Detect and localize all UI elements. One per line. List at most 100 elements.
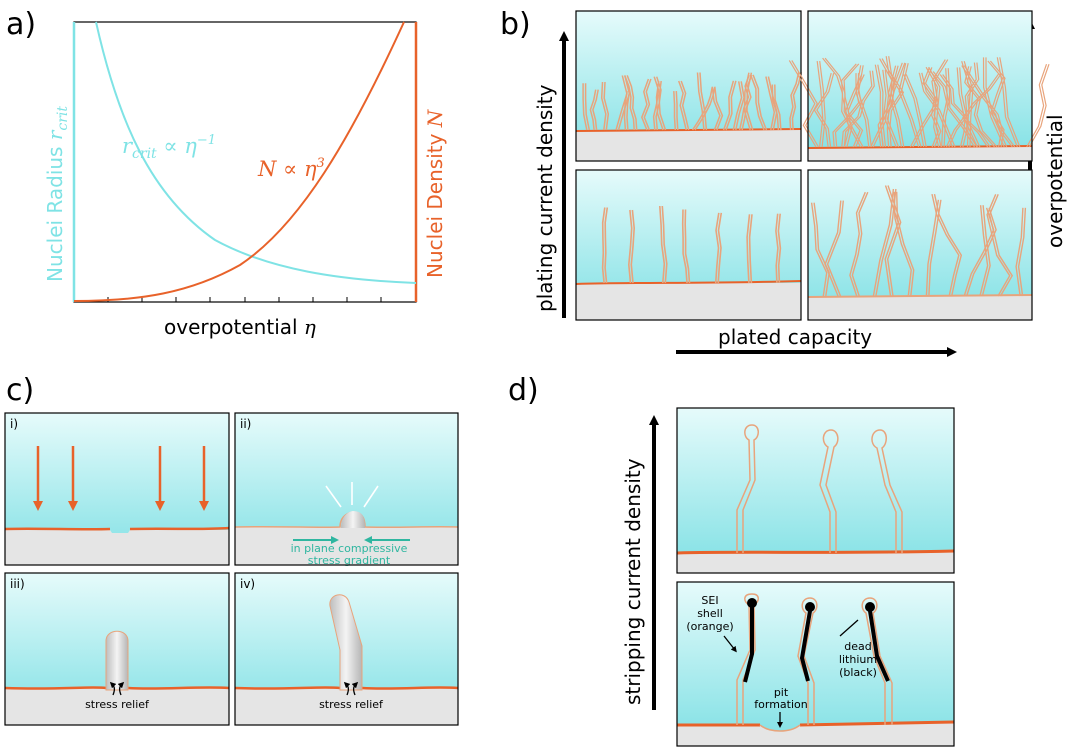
dendrite-filament [813, 202, 830, 297]
dendrite-filament [604, 207, 609, 284]
dendrite-filament [696, 72, 705, 131]
dendrite-filament [898, 63, 920, 148]
sei-label-3: (orange) [686, 620, 733, 633]
gradient-text-1: in plane compressive [291, 542, 408, 555]
dendrite-filament [627, 209, 633, 284]
dead-lithium-tip [747, 598, 757, 608]
dendrite-filament [699, 72, 708, 131]
d-box-top [676, 407, 955, 574]
dendrite-filament [623, 90, 628, 131]
dendrite-filament [877, 58, 893, 148]
dendrite-filament [822, 57, 862, 148]
stress-relief-iv: stress relief [319, 698, 384, 711]
dendrite-filament [819, 61, 826, 148]
dendrite-filament [630, 209, 636, 284]
dendrite-filament [748, 214, 753, 284]
dendrite-filament [826, 200, 844, 297]
radius-equation: rcrit ∝ η−1 [122, 133, 216, 162]
dendrite-filament [925, 199, 940, 297]
dendrite-filament [959, 67, 981, 148]
dendrite-filament [615, 75, 628, 131]
dendrite-filament [887, 65, 902, 148]
dendrite-filament [930, 71, 948, 148]
dendrite-filament [843, 63, 864, 148]
dead-pointer [839, 619, 859, 637]
dead-lithium [743, 607, 890, 683]
panel-a: a) rcrit ∝ η−1 N ∝ η3 Nuclei Radius rcri… [6, 7, 447, 339]
dendrite-filament [677, 80, 687, 131]
stress-relief-iii: stress relief [85, 698, 150, 711]
dendrite-filament [945, 62, 977, 148]
x-axis-label: overpotential η [164, 315, 316, 339]
b-box-high-capacity-low-current [807, 169, 1033, 321]
dendrite-filament [722, 80, 735, 131]
panel-a-label: a) [6, 7, 36, 42]
dendrite-filament [640, 78, 650, 131]
overpotential-label: overpotential [1043, 114, 1067, 248]
dendrite-filament [875, 188, 897, 297]
dendrite-filament [681, 209, 688, 284]
dendrite-filament [962, 73, 999, 148]
x-ticks [107, 297, 382, 302]
sub-label-iv: iv) [240, 577, 255, 591]
dendrite-filament [849, 191, 866, 297]
radius-curve [95, 21, 417, 284]
c-box-iv: stress relief iv) [234, 572, 459, 726]
c-box-ii: in plane compressive stress gradient ii) [234, 412, 459, 567]
dendrite-filament [851, 191, 869, 297]
dendrite-filament [771, 84, 780, 131]
dendrite-filament [963, 65, 1016, 148]
sei-label-1: SEI [701, 594, 718, 607]
d-box-bottom: SEI shell (orange) pit formation dead li… [676, 581, 955, 747]
dendrite-filament [711, 86, 721, 131]
dendrite-filament [931, 193, 960, 297]
panel-d: d) stripping current density [508, 373, 955, 747]
dendrite-filament [725, 80, 737, 131]
dead-lithium-tip [865, 602, 875, 612]
dendrite-filament [626, 90, 631, 131]
dendrite-filament [985, 57, 1008, 148]
dendrite-filament [600, 81, 607, 131]
dendrite-filament [775, 213, 779, 284]
dendrite-filament [964, 73, 1002, 148]
plated-capacity-label: plated capacity [718, 325, 872, 349]
right-axis-label: Nuclei Density N [423, 108, 447, 278]
dendrite-filament [893, 191, 912, 297]
dendrite-filament [680, 80, 690, 131]
left-axis-label: Nuclei Radius rcrit [43, 106, 71, 282]
dendrite-filament [996, 57, 1018, 148]
dendrite-filament [675, 91, 679, 131]
sub-label-ii: ii) [240, 417, 251, 431]
dendrite-filament [592, 89, 599, 131]
dendrite-filament [624, 75, 635, 131]
pit-label-1: pit [774, 686, 789, 699]
b-box-high-capacity-high-current [788, 10, 1050, 162]
dendrite-filament [658, 80, 667, 131]
dead-label-3: (black) [839, 666, 877, 679]
dendrite-filament [714, 86, 724, 131]
c-box-i: i) [4, 412, 230, 566]
dendrite-filament [885, 56, 902, 148]
dendrite-filament [824, 57, 864, 148]
dendrite-filament [870, 69, 887, 148]
dendrite-filament [732, 81, 743, 131]
dendrite-filament [942, 74, 969, 148]
dendrite-filament [643, 78, 652, 131]
dendrite-filament [981, 205, 991, 297]
dendrite-filament [1017, 207, 1027, 297]
dendrite-filament [601, 207, 606, 284]
dendrite-filament [589, 89, 597, 131]
dendrite-filament [752, 74, 768, 131]
sub-label-i: i) [10, 417, 18, 431]
dendrite-filament [964, 66, 996, 148]
dendrite-filament [890, 65, 905, 148]
density-curve [73, 21, 405, 302]
panel-b-label: b) [500, 7, 531, 42]
b-box-low-capacity-low-current [575, 169, 802, 321]
dendrite-filament [988, 194, 1014, 297]
dead-label-1: dead [844, 640, 871, 653]
dendrite-filament [877, 64, 887, 148]
dendrite-filament [1028, 64, 1050, 148]
stripping-label: stripping current density [621, 458, 645, 705]
